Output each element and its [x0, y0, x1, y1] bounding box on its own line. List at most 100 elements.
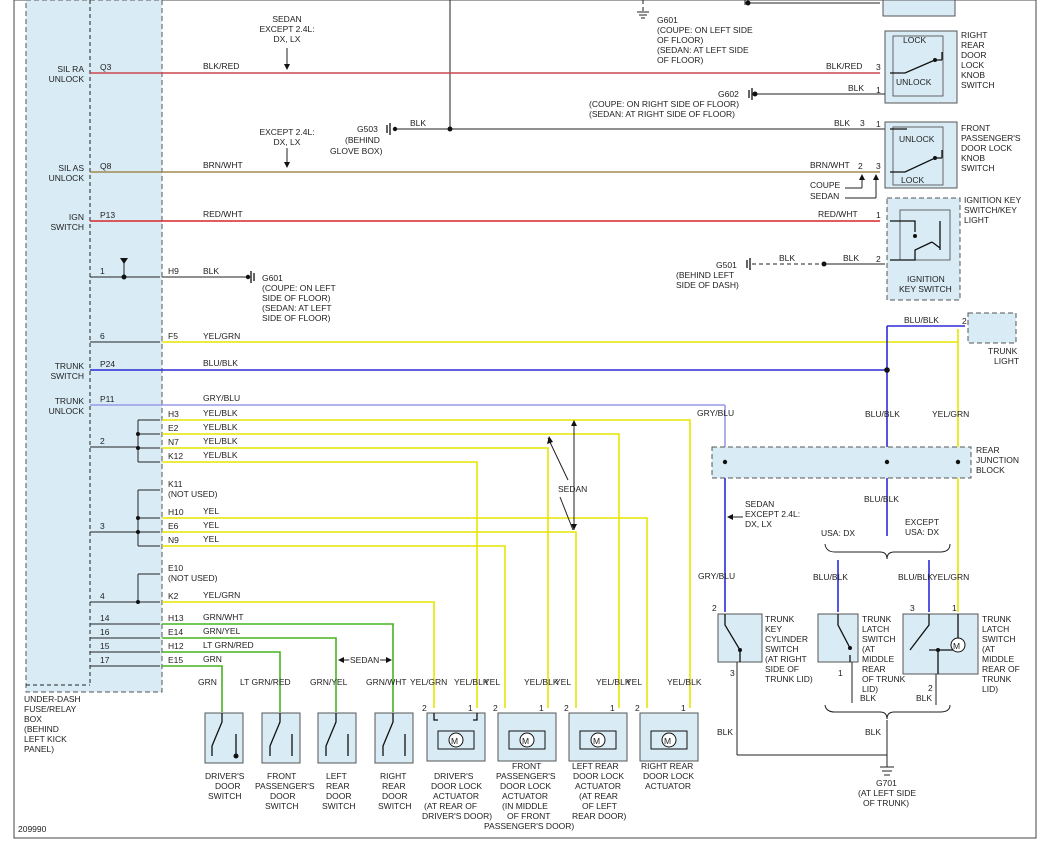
svg-text:H10: H10 [168, 507, 184, 517]
svg-text:P11: P11 [100, 394, 115, 404]
svg-text:M: M [593, 736, 600, 746]
svg-text:17: 17 [100, 655, 110, 665]
svg-text:BLK: BLK [203, 266, 219, 276]
svg-text:1: 1 [468, 703, 473, 713]
svg-text:BLK: BLK [865, 727, 881, 737]
svg-text:KEY SWITCH: KEY SWITCH [899, 284, 952, 294]
svg-text:USA: DX: USA: DX [821, 528, 855, 538]
svg-text:(SEDAN: AT RIGHT SIDE OF FLOOR: (SEDAN: AT RIGHT SIDE OF FLOOR) [589, 109, 735, 119]
svg-text:2: 2 [712, 603, 717, 613]
svg-text:Q8: Q8 [100, 161, 112, 171]
svg-text:RED/WHT: RED/WHT [203, 209, 243, 219]
svg-text:G501: G501 [716, 260, 737, 270]
wire-p13-red-wht: P13 RED/WHT RED/WHT 1 [90, 209, 881, 222]
under-dash-fuse-relay-box: UNDER-DASH FUSE/RELAY BOX (BEHIND LEFT K… [24, 0, 163, 754]
svg-text:BLK: BLK [848, 83, 864, 93]
svg-text:K12: K12 [168, 451, 183, 461]
svg-text:1: 1 [539, 703, 544, 713]
svg-text:3: 3 [860, 118, 865, 128]
svg-text:BLK: BLK [779, 253, 795, 263]
svg-text:BLK: BLK [717, 727, 733, 737]
svg-text:H12: H12 [168, 641, 184, 651]
ground-g602: G602 (COUPE: ON RIGHT SIDE OF FLOOR) (SE… [589, 83, 885, 119]
wire-p24-blu-blk: P24 BLU/BLK BLU/BLK [90, 315, 965, 447]
svg-text:GRY/BLU: GRY/BLU [698, 571, 735, 581]
svg-text:2: 2 [858, 161, 863, 171]
svg-text:LT GRN/RED: LT GRN/RED [203, 640, 254, 650]
svg-text:BLK: BLK [916, 693, 932, 703]
trunk-light [967, 312, 1017, 344]
svg-text:3: 3 [876, 62, 881, 72]
svg-text:BLK: BLK [843, 253, 859, 263]
svg-text:YEL/BLK: YEL/BLK [203, 436, 238, 446]
svg-text:1: 1 [876, 119, 881, 129]
svg-text:H3: H3 [168, 409, 179, 419]
svg-text:YEL: YEL [555, 677, 571, 687]
svg-text:P24: P24 [100, 359, 115, 369]
svg-text:(NOT USED): (NOT USED) [168, 489, 218, 499]
svg-text:2: 2 [876, 254, 881, 264]
svg-text:2: 2 [962, 316, 967, 326]
svg-text:1: 1 [100, 266, 105, 276]
svg-text:M: M [522, 736, 529, 746]
svg-text:YEL/BLK: YEL/BLK [203, 408, 238, 418]
svg-text:BLK: BLK [410, 118, 426, 128]
svg-text:LOCK: LOCK [901, 175, 924, 185]
svg-text:K2: K2 [168, 591, 179, 601]
svg-text:1: 1 [838, 668, 843, 678]
svg-text:1: 1 [681, 703, 686, 713]
svg-text:GRY/BLU: GRY/BLU [697, 408, 734, 418]
svg-text:3: 3 [730, 668, 735, 678]
svg-text:4: 4 [100, 591, 105, 601]
svg-text:E6: E6 [168, 521, 179, 531]
svg-text:Q3: Q3 [100, 62, 112, 72]
svg-text:(BEHIND: (BEHIND [345, 135, 380, 145]
svg-text:M: M [664, 736, 671, 746]
svg-text:GRN/WHT: GRN/WHT [366, 677, 407, 687]
svg-text:BLU/BLK: BLU/BLK [865, 409, 900, 419]
svg-text:E10: E10 [168, 563, 183, 573]
svg-text:LOCK: LOCK [903, 35, 926, 45]
svg-text:YEL/BLK: YEL/BLK [203, 422, 238, 432]
wire-q8-brn-wht: Q8 BRN/WHT BRN/WHT 2 3 COUPE SEDAN [90, 160, 881, 201]
svg-text:YEL/GRN: YEL/GRN [932, 572, 969, 582]
svg-text:YEL: YEL [484, 677, 500, 687]
svg-text:(COUPE: ON RIGHT SIDE OF FLOOR: (COUPE: ON RIGHT SIDE OF FLOOR) [589, 99, 739, 109]
svg-text:N7: N7 [168, 437, 179, 447]
svg-text:BLU/BLK: BLU/BLK [203, 358, 238, 368]
svg-text:SEDAN: SEDAN [350, 655, 379, 665]
svg-text:YEL: YEL [626, 677, 642, 687]
svg-text:2: 2 [564, 703, 569, 713]
svg-text:3: 3 [876, 161, 881, 171]
svg-text:E14: E14 [168, 627, 183, 637]
diagram-frame [13, 0, 1037, 839]
svg-text:SEDAN: SEDAN [558, 484, 587, 494]
svg-text:F5: F5 [168, 331, 178, 341]
svg-text:YEL/BLK: YEL/BLK [203, 450, 238, 460]
svg-text:YEL/GRN: YEL/GRN [203, 331, 240, 341]
